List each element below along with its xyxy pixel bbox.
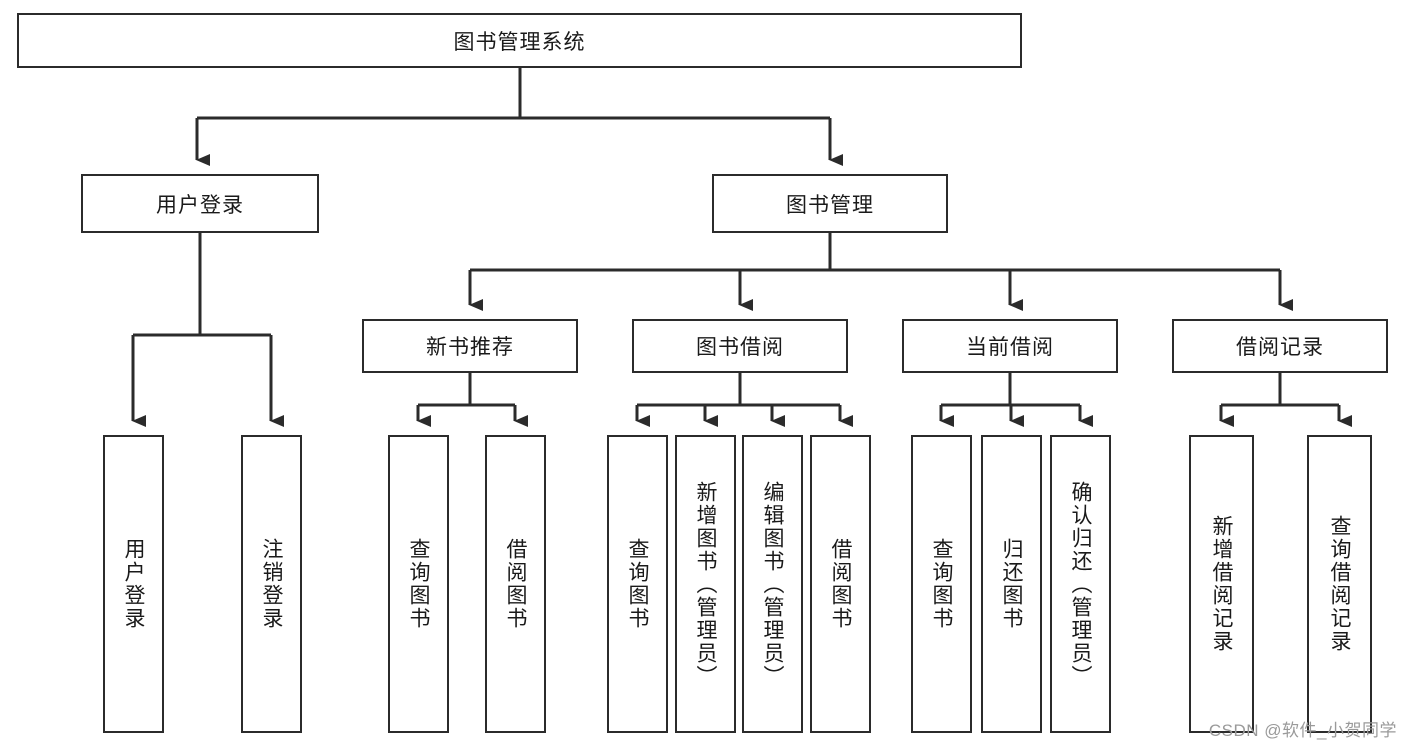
node-leaf-user-login[interactable]: 用户登录: [103, 435, 164, 733]
node-new-book-recommend[interactable]: 新书推荐: [362, 319, 578, 373]
node-user-login-label: 用户登录: [156, 193, 244, 217]
csdn-watermark: CSDN @软件_小贺同学: [1208, 721, 1397, 740]
node-leaf-add-book-label: 新增图书（管理员）: [694, 480, 717, 688]
node-current-borrow-label: 当前借阅: [966, 336, 1054, 359]
node-leaf-borrow-book-a[interactable]: 借阅图书: [485, 435, 546, 733]
node-book-manage[interactable]: 图书管理: [712, 174, 948, 233]
node-book-manage-label: 图书管理: [786, 193, 874, 217]
node-leaf-return-book-label: 归还图书: [1000, 538, 1023, 630]
node-new-book-recommend-label: 新书推荐: [426, 336, 514, 359]
node-leaf-user-login-label: 用户登录: [122, 538, 145, 630]
node-leaf-query-book-b-label: 查询图书: [626, 538, 649, 630]
node-book-borrow[interactable]: 图书借阅: [632, 319, 848, 373]
node-leaf-query-book-c[interactable]: 查询图书: [911, 435, 972, 733]
node-leaf-borrow-book-b-label: 借阅图书: [829, 538, 852, 630]
node-leaf-confirm-return[interactable]: 确认归还（管理员）: [1050, 435, 1111, 733]
node-current-borrow[interactable]: 当前借阅: [902, 319, 1118, 373]
node-leaf-edit-book[interactable]: 编辑图书（管理员）: [742, 435, 803, 733]
node-leaf-logout-label: 注销登录: [260, 538, 283, 630]
node-user-login[interactable]: 用户登录: [81, 174, 319, 233]
node-leaf-add-record-label: 新增借阅记录: [1210, 515, 1233, 653]
node-leaf-query-book-a-label: 查询图书: [407, 538, 430, 630]
node-leaf-query-book-a[interactable]: 查询图书: [388, 435, 449, 733]
node-leaf-return-book[interactable]: 归还图书: [981, 435, 1042, 733]
node-leaf-query-record[interactable]: 查询借阅记录: [1307, 435, 1372, 733]
node-borrow-record-label: 借阅记录: [1236, 336, 1324, 359]
node-leaf-query-record-label: 查询借阅记录: [1328, 515, 1351, 653]
node-leaf-borrow-book-b[interactable]: 借阅图书: [810, 435, 871, 733]
node-leaf-logout[interactable]: 注销登录: [241, 435, 302, 733]
node-borrow-record[interactable]: 借阅记录: [1172, 319, 1388, 373]
node-root[interactable]: 图书管理系统: [17, 13, 1022, 68]
node-root-label: 图书管理系统: [453, 30, 586, 54]
node-leaf-query-book-b[interactable]: 查询图书: [607, 435, 668, 733]
node-leaf-query-book-c-label: 查询图书: [930, 538, 953, 630]
node-leaf-add-record[interactable]: 新增借阅记录: [1189, 435, 1254, 733]
node-leaf-confirm-return-label: 确认归还（管理员）: [1069, 480, 1092, 688]
node-leaf-edit-book-label: 编辑图书（管理员）: [761, 480, 784, 688]
node-leaf-borrow-book-a-label: 借阅图书: [504, 538, 527, 630]
node-book-borrow-label: 图书借阅: [696, 336, 784, 359]
node-leaf-add-book[interactable]: 新增图书（管理员）: [675, 435, 736, 733]
